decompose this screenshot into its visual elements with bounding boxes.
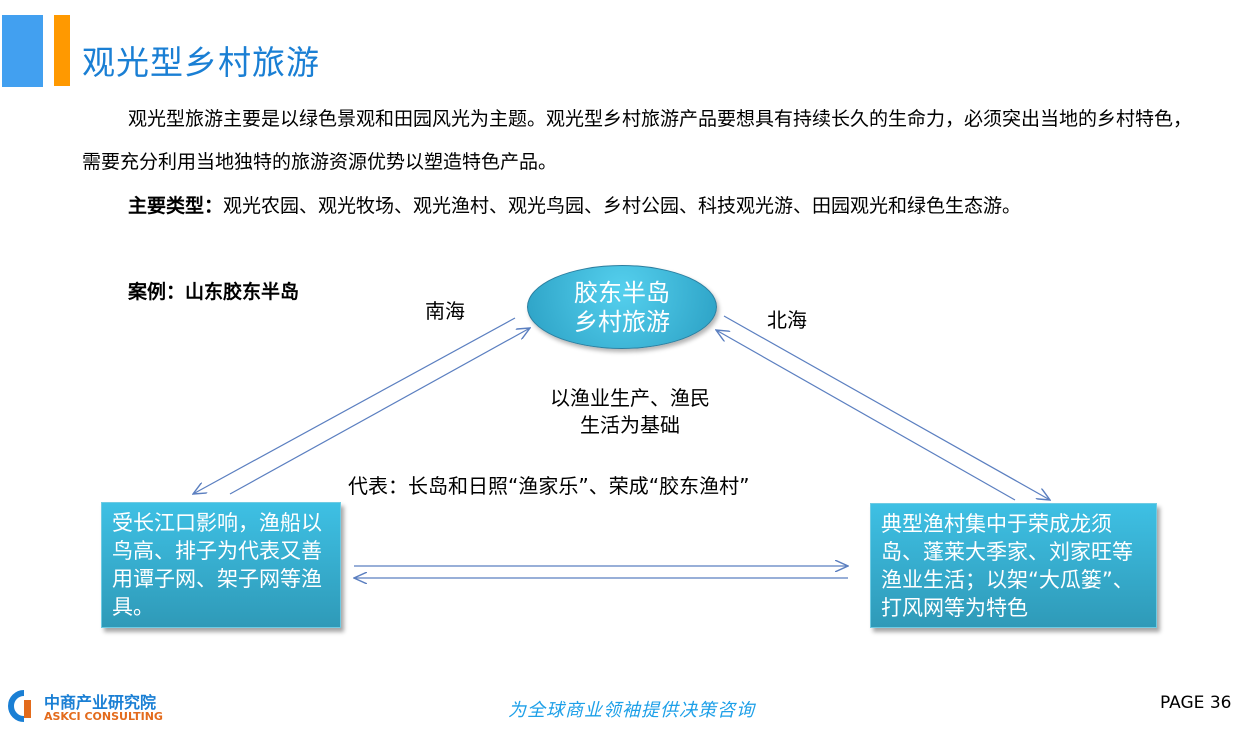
arrow-south-up: [229, 328, 530, 495]
left-box: 受长江口影响，渔船以鸟高、排子为代表又善用谭子网、架子网等渔具。: [101, 502, 341, 628]
page-number: PAGE 36: [1160, 693, 1232, 713]
center-line-2: 乡村旅游: [574, 308, 670, 336]
logo-text-cn: 中商产业研究院: [44, 693, 157, 712]
center-node: 胶东半岛乡村旅游: [527, 265, 717, 349]
page-title: 观光型乡村旅游: [82, 43, 320, 82]
foundation-line-1: 以渔业生产、渔民: [550, 386, 710, 410]
footer-slogan: 为全球商业领袖提供决策咨询: [508, 700, 755, 721]
case-label: 案例：山东胶东半岛: [128, 281, 300, 303]
types-text: 观光农园、观光牧场、观光渔村、观光鸟园、乡村公园、科技观光游、田园观光和绿色生态…: [223, 195, 1022, 217]
north-label: 北海: [767, 308, 807, 332]
logo-icon: [8, 690, 31, 722]
types-paragraph: 主要类型：观光农园、观光牧场、观光渔村、观光鸟园、乡村公园、科技观光游、田园观光…: [82, 185, 1202, 228]
arrow-north-down: [723, 315, 1050, 500]
logo-text-en: ASKCI CONSULTING: [44, 710, 163, 723]
types-label: 主要类型：: [128, 195, 224, 217]
right-box: 典型渔村集中于荣成龙须岛、蓬莱大季家、刘家旺等渔业生活；以架“大瓜篓”、打风网等…: [870, 503, 1157, 628]
title-accent-orange: [54, 15, 70, 86]
arrow-south-down: [193, 317, 516, 494]
representative-text: 代表：长岛和日照“渔家乐”、荣成“胶东渔村”: [348, 474, 750, 498]
foundation-line-2: 生活为基础: [580, 413, 680, 437]
intro-paragraph: 观光型旅游主要是以绿色景观和田园风光为主题。观光型乡村旅游产品要想具有持续长久的…: [82, 108, 1193, 173]
south-label: 南海: [425, 299, 465, 323]
arrow-north-up: [716, 330, 1016, 501]
foundation-text: 以渔业生产、渔民生活为基础: [530, 385, 730, 439]
title-accent-blue: [2, 15, 43, 87]
center-line-1: 胶东半岛: [574, 279, 670, 307]
